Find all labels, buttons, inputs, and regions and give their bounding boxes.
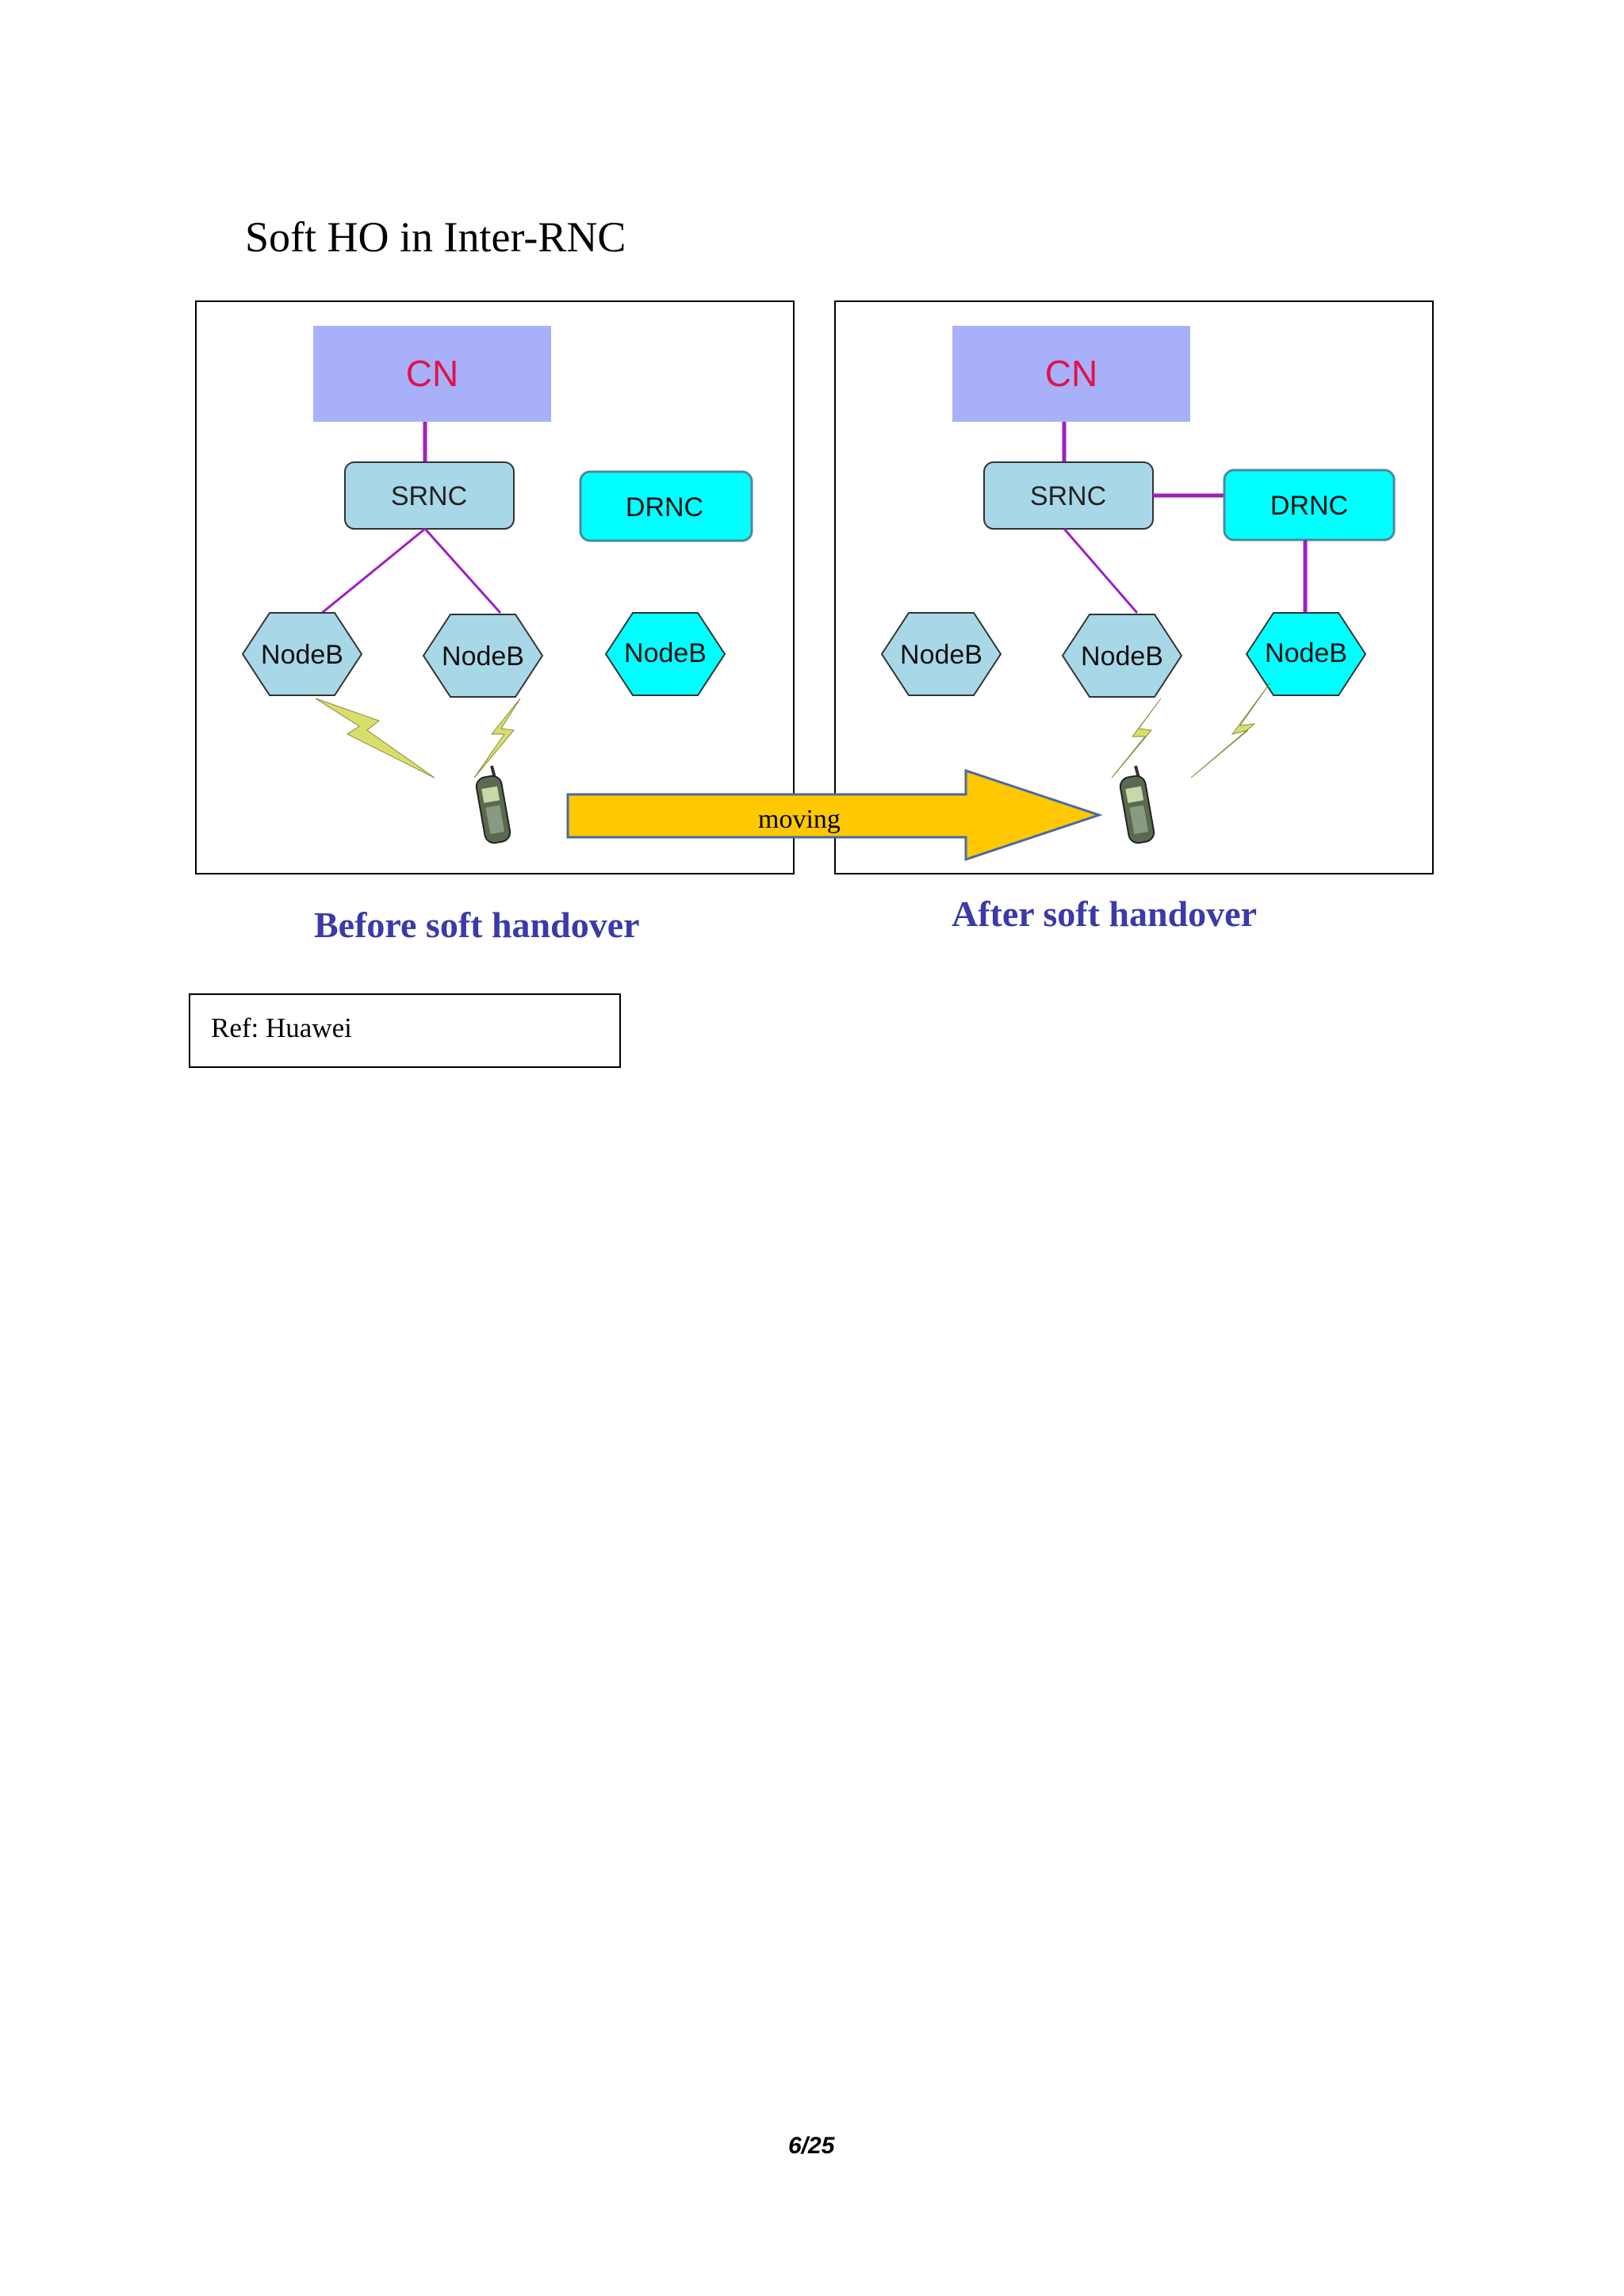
mobile-phone-icon <box>475 765 511 844</box>
moving-label: moving <box>758 805 841 834</box>
after-diagram: CN SRNC DRNC NodeB NodeB NodeB <box>880 326 1396 844</box>
moving-arrow <box>566 768 1103 862</box>
cn-box <box>952 326 1190 422</box>
srnc-box <box>344 461 515 530</box>
radio-link-2 <box>473 698 521 779</box>
drnc-label: DRNC <box>1270 491 1348 521</box>
nodeb-1-label: NodeB <box>261 640 343 670</box>
drnc-box <box>1223 469 1396 541</box>
cn-label: CN <box>1045 353 1097 394</box>
cn-label: CN <box>406 353 458 394</box>
after-panel: CN SRNC DRNC NodeB NodeB NodeB <box>834 300 1434 874</box>
after-caption: After soft handover <box>952 894 1257 934</box>
reference-text: Ref: Huawei <box>211 1012 352 1043</box>
nodeb-1 <box>241 612 363 696</box>
nodeb-1 <box>880 612 1002 696</box>
before-caption: Before soft handover <box>314 905 640 945</box>
srnc-label: SRNC <box>1030 481 1106 511</box>
nodeb-1-label: NodeB <box>900 640 982 670</box>
drnc-label: DRNC <box>626 492 703 522</box>
nodeb-2-label: NodeB <box>442 641 524 672</box>
nodeb-3-label: NodeB <box>624 638 707 668</box>
cn-box <box>313 326 551 422</box>
nodeb-3-label: NodeB <box>1265 638 1347 668</box>
nodeb-2 <box>422 614 544 698</box>
nodeb-2 <box>1061 614 1183 698</box>
nodeb-2-label: NodeB <box>1081 641 1163 672</box>
srnc-label: SRNC <box>391 481 467 511</box>
page-number: 6/25 <box>788 2133 835 2159</box>
srnc-nodeb2-link <box>423 527 502 614</box>
before-diagram: CN SRNC DRNC NodeB NodeB NodeB <box>241 326 753 844</box>
nodeb-3 <box>1245 612 1367 696</box>
radio-link-1 <box>1111 698 1162 779</box>
radio-link-2 <box>1190 682 1271 779</box>
before-panel: CN SRNC DRNC NodeB NodeB NodeB <box>195 300 795 874</box>
reference-box: Ref: Huawei <box>189 993 621 1068</box>
drnc-box <box>579 470 753 542</box>
srnc-nodeb2-link <box>1063 528 1139 614</box>
nodeb-3 <box>604 612 726 696</box>
srnc-nodeb1-link <box>321 527 426 614</box>
mobile-phone-icon <box>1119 765 1155 844</box>
page-title: Soft HO in Inter-RNC <box>245 213 626 261</box>
radio-link-1 <box>315 698 435 779</box>
